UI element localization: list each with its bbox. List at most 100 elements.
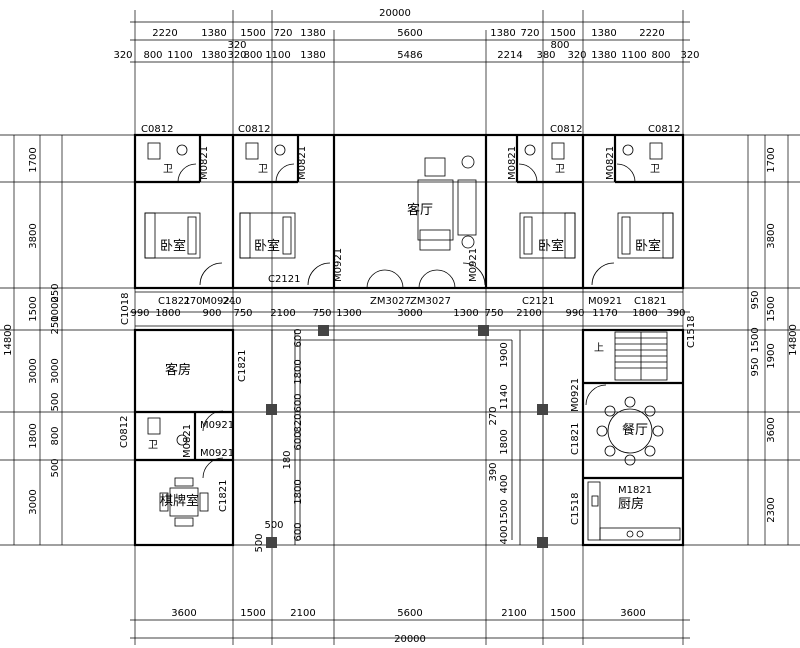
dim-label: 1500 — [766, 296, 777, 321]
dim-label: 1500 — [240, 28, 265, 39]
dim-label: 3000 — [28, 358, 39, 383]
window-label: C1821 — [237, 350, 248, 382]
dim-label: 1380 — [591, 50, 616, 61]
dim-label: 2214 — [497, 50, 522, 61]
dim-label: 600 — [293, 431, 304, 450]
door-label: M0921 — [588, 296, 622, 307]
door-label: M0821 — [199, 146, 210, 180]
door-label: M0921 — [200, 448, 234, 459]
room-label-wc: 卫 — [650, 164, 660, 175]
toilet-icon — [147, 417, 188, 446]
door-label: M0921 — [570, 378, 581, 412]
dim-court-left: 600 1800 600 820 600 1800 600 180 500 50… — [254, 328, 304, 552]
room-label-kitchen: 厨房 — [618, 496, 644, 512]
window-label: C1518 — [686, 316, 697, 348]
dim-mid-row: 990 1800 900 270 240 750 2100 750 1300 3… — [130, 296, 685, 319]
door-swings — [177, 163, 636, 479]
window-label: C0812 — [141, 124, 173, 135]
dim-label: 600 — [293, 393, 304, 412]
dim-label: 320 — [113, 50, 132, 61]
dim-label: 3000 — [397, 308, 422, 319]
room-label-bedroom: 卧室 — [254, 238, 280, 254]
dim-label: 950 — [750, 290, 761, 309]
walls — [133, 133, 685, 548]
dim-bottom-total: 20000 — [394, 634, 426, 645]
dim-label: 250 — [50, 283, 61, 302]
dim-label: 3600 — [766, 417, 777, 442]
dim-left-outer: 1700 3800 1500 3000 1800 3000 — [28, 147, 39, 514]
window-label: C1821 — [218, 480, 229, 512]
window-label: C0812 — [648, 124, 680, 135]
room-label-dining: 餐厅 — [622, 422, 648, 438]
dim-label: 1380 — [201, 28, 226, 39]
toilet-icon — [622, 142, 663, 160]
dim-label: 1380 — [300, 28, 325, 39]
dim-label: 500 — [264, 520, 283, 531]
kitchen-counter-icon — [587, 481, 681, 541]
window-label: C1518 — [570, 493, 581, 525]
door-label: M0821 — [297, 146, 308, 180]
dim-label: 1700 — [28, 147, 39, 172]
dim-court-right: 1900 1140 270 1800 390 400 1500 400 — [488, 342, 510, 544]
door-label: M0921 — [468, 248, 479, 282]
dim-label: 820 — [293, 413, 304, 432]
dim-label: 390 — [666, 308, 685, 319]
dim-label: 1700 — [766, 147, 777, 172]
bed-icon — [144, 212, 201, 259]
room-label-wc: 卫 — [258, 164, 268, 175]
dim-label: 800 — [651, 50, 670, 61]
dim-label: 240 — [222, 296, 241, 307]
dining-table-icon — [596, 396, 664, 466]
room-label-wc: 卫 — [148, 440, 158, 451]
dim-label: 900 — [202, 308, 221, 319]
dim-label: 1140 — [499, 384, 510, 409]
dim-label: 5486 — [397, 50, 422, 61]
toilet-icon — [245, 142, 286, 160]
window-label: C0812 — [550, 124, 582, 135]
dim-label: 1300 — [453, 308, 478, 319]
window-label: C0812 — [119, 416, 130, 448]
dim-label: 1170 — [592, 308, 617, 319]
dim-label: 1800 — [293, 359, 304, 384]
door-label: M0821 — [605, 146, 616, 180]
dim-label: 500 — [50, 392, 61, 411]
dim-label: 2220 — [152, 28, 177, 39]
dim-label: 1800 — [155, 308, 180, 319]
dim-label: 1380 — [490, 28, 515, 39]
dim-label: 500 — [254, 533, 265, 552]
room-label-bedroom: 卧室 — [635, 238, 661, 254]
dim-label: 800 — [143, 50, 162, 61]
dim-label: 320 — [567, 50, 586, 61]
dim-label: 5600 — [397, 28, 422, 39]
dim-label: 1800 — [293, 479, 304, 504]
stair-up-label: 上 — [594, 342, 604, 354]
dim-label: 720 — [520, 28, 539, 39]
dim-label: 1800 — [499, 429, 510, 454]
dim-label: 270 — [488, 406, 499, 425]
dim-left-total: 14800 — [3, 324, 14, 356]
dim-label: 1000 — [50, 296, 61, 321]
dim-label: 3600 — [171, 608, 196, 619]
dim-label: 950 — [750, 357, 761, 376]
dim-label: 1380 — [300, 50, 325, 61]
door-label: ZM3027 — [370, 296, 411, 307]
dim-label: 800 — [550, 40, 569, 51]
window-label: C2121 — [522, 296, 554, 307]
room-label-chess: 棋牌室 — [160, 493, 199, 509]
dim-label: 3800 — [766, 223, 777, 248]
dim-label: 800 — [50, 426, 61, 445]
dim-bottom-row: 3600 1500 2100 5600 2100 1500 3600 — [171, 608, 645, 619]
window-label: C2121 — [268, 274, 300, 285]
dim-label: 2100 — [270, 308, 295, 319]
dim-label: 5600 — [397, 608, 422, 619]
dim-right-outer: 1700 3800 1500 1900 3600 2300 — [766, 147, 777, 522]
door-label: ZM3027 — [410, 296, 451, 307]
dim-label: 750 — [312, 308, 331, 319]
room-label-guest: 客房 — [165, 362, 191, 378]
dim-label: 1500 — [750, 327, 761, 352]
door-label: M0821 — [182, 424, 193, 458]
dim-label: 270 — [183, 296, 202, 307]
bed-icon — [519, 212, 576, 259]
window-label: C1821 — [570, 423, 581, 455]
dim-right-total: 14800 — [788, 324, 799, 356]
